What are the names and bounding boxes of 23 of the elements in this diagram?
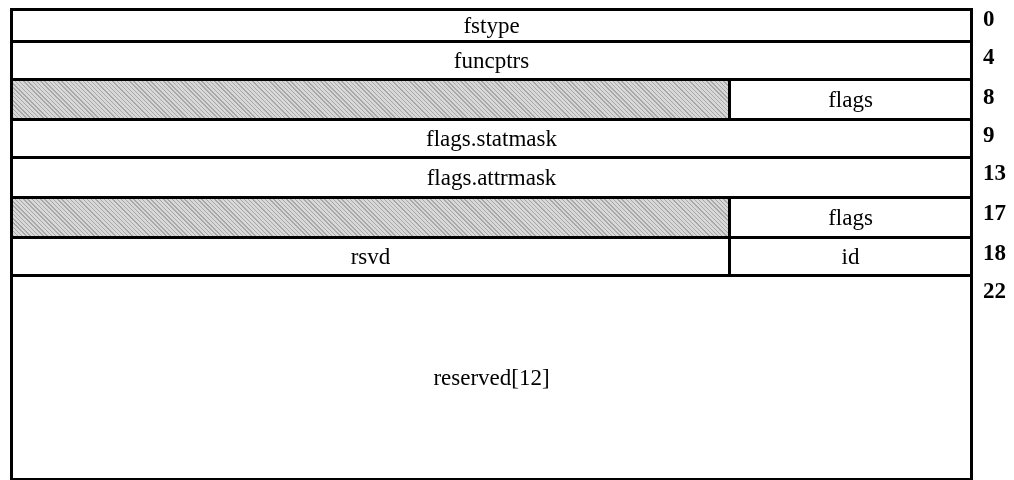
struct-field (10, 274, 973, 480)
field-name: flags (828, 86, 873, 113)
struct-field (10, 40, 973, 81)
byte-offset: 4 (983, 44, 995, 70)
field-name: funcptrs (453, 47, 530, 74)
field-name: flags.statmask (426, 125, 557, 152)
shaded-padding-field (10, 78, 731, 121)
field-name: flags (828, 204, 873, 231)
field-name: flags.attrmask (426, 164, 557, 191)
byte-offset: 13 (983, 160, 1006, 186)
byte-offset: 8 (983, 84, 995, 110)
shaded-padding-field (10, 196, 731, 239)
byte-offset: 9 (983, 122, 995, 148)
field-name: fstype (463, 12, 520, 39)
struct-field (10, 118, 973, 159)
byte-offset: 22 (983, 278, 1006, 304)
byte-offset: 18 (983, 240, 1006, 266)
byte-offset: 0 (983, 6, 995, 32)
field-name: reserved[12] (433, 364, 550, 391)
byte-offset: 17 (983, 200, 1006, 226)
field-name: rsvd (350, 243, 391, 270)
struct-field (10, 156, 973, 199)
field-name: id (841, 243, 860, 270)
